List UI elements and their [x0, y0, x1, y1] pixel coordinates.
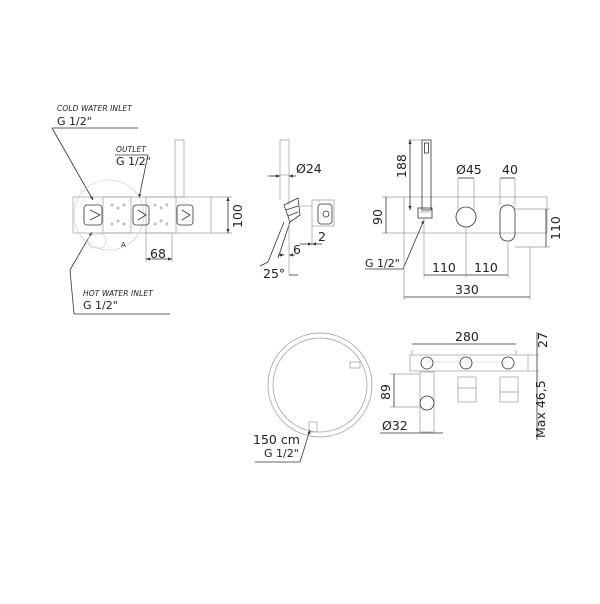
diameter-symbol: Ø: [456, 162, 466, 177]
hose-view: [255, 332, 373, 463]
section-mark: A: [121, 241, 126, 249]
cold-inlet-title: COLD WATER INLET: [57, 104, 132, 113]
dim-spout-height: 89: [378, 384, 393, 400]
front-thread: G 1/2": [365, 257, 400, 270]
dim-side-angle: 25°: [263, 266, 286, 281]
diameter-symbol: Ø: [296, 161, 306, 176]
body-view: [380, 332, 540, 440]
dim-spacing-1: 110: [432, 260, 456, 275]
cold-inlet-thread: G 1/2": [57, 115, 92, 128]
hot-inlet-title: HOT WATER INLET: [83, 289, 153, 298]
side-view: [259, 139, 335, 276]
dim-plate-height-left: 90: [370, 209, 385, 225]
dim-top-height: 100: [230, 204, 245, 228]
outlet-title: OUTLET: [116, 145, 147, 154]
hose-length: 150 cm: [253, 432, 300, 447]
hot-inlet-thread: G 1/2": [83, 299, 118, 312]
dim-side-offset-b: 2: [318, 229, 326, 244]
dim-total-width: 330: [455, 282, 479, 297]
dim-side-diameter: Ø24: [296, 161, 322, 176]
top-view: [51, 127, 232, 315]
diameter-symbol: Ø: [382, 418, 392, 433]
dim-plate-height-right: 110: [548, 216, 563, 240]
dim-body-depth-max: Max 46,5: [533, 380, 548, 438]
outlet-thread: G 1/2": [116, 155, 151, 168]
dim-handshower-height: 188: [394, 154, 409, 178]
hose-thread: G 1/2": [264, 447, 299, 460]
dim-side-offset-a: 6: [293, 242, 301, 257]
dim-spout-diameter: Ø32: [382, 418, 408, 433]
dim-lever-width: 40: [502, 162, 518, 177]
dim-body-depth-top: 27: [535, 332, 550, 348]
front-view: [365, 139, 550, 300]
dim-spacing-2: 110: [474, 260, 498, 275]
dim-front-diameter: Ø45: [456, 162, 482, 177]
dim-body-width: 280: [455, 329, 479, 344]
dim-top-width: 68: [150, 246, 166, 261]
